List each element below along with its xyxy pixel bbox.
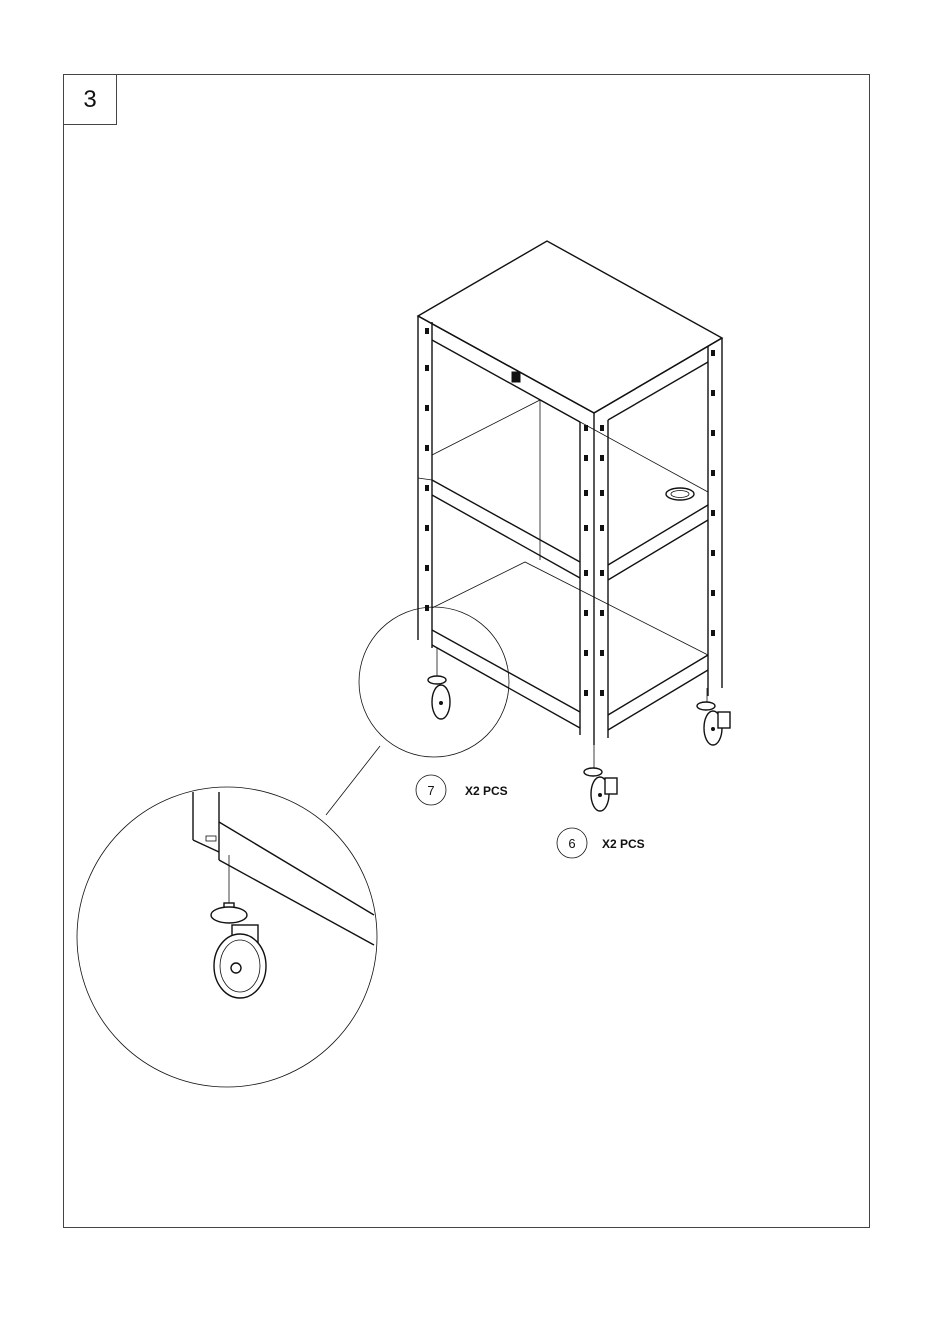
quantity-label: X2 PCS <box>465 784 508 798</box>
brake-caster-icon <box>584 745 617 811</box>
caster-wheel-icon <box>428 648 450 719</box>
cart-illustration <box>418 241 730 811</box>
callout-part-7: 7 X2 PCS <box>416 775 508 805</box>
part-number-label: 7 <box>427 783 434 798</box>
brake-caster-icon <box>697 688 730 745</box>
callout-part-6: 6 X2 PCS <box>557 828 645 858</box>
part-number-label: 6 <box>568 836 575 851</box>
quantity-label: X2 PCS <box>602 837 645 851</box>
